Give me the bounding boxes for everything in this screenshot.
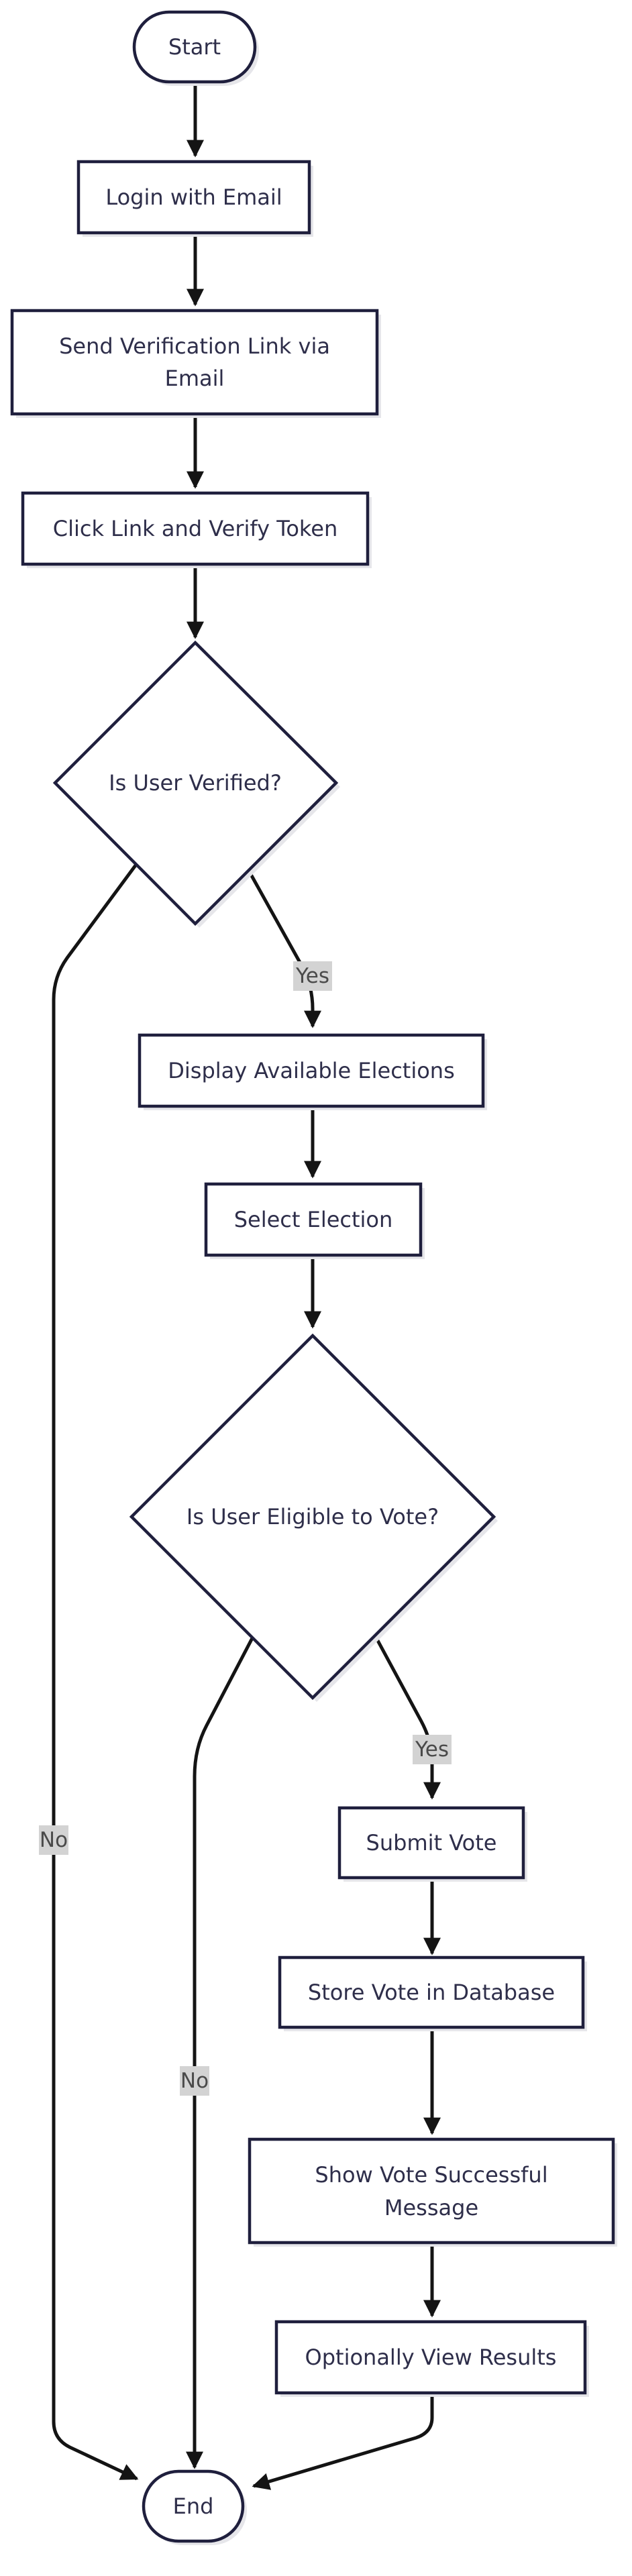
- node-end: End: [142, 2469, 247, 2545]
- node-show-success-label-line1: Show Vote Successful: [315, 2162, 547, 2188]
- node-is-eligible: Is User Eligible to Vote?: [129, 1333, 498, 1702]
- node-show-success: Show Vote Successful Message: [248, 2137, 617, 2247]
- edge-label-verified-yes: Yes: [293, 961, 332, 991]
- node-start: Start: [132, 10, 259, 86]
- node-display-elections: Display Available Elections: [138, 1033, 487, 1110]
- node-submit-vote-label: Submit Vote: [366, 1830, 497, 1856]
- node-send-link-label-line1: Send Verification Link via: [59, 333, 330, 359]
- node-select-election-label: Select Election: [234, 1207, 393, 1232]
- node-login: Login with Email: [76, 160, 313, 237]
- edge-label-verified-yes-text: Yes: [295, 964, 329, 988]
- node-login-label: Login with Email: [105, 184, 282, 210]
- node-verify-token-label: Click Link and Verify Token: [53, 516, 338, 541]
- edge-label-eligible-yes: Yes: [413, 1735, 452, 1764]
- edges: [52, 82, 441, 2490]
- node-store-vote: Store Vote in Database: [278, 1955, 587, 2031]
- edge-label-eligible-yes-text: Yes: [415, 1737, 449, 1762]
- edge-label-verified-no-text: No: [40, 1828, 68, 1852]
- node-is-verified-label: Is User Verified?: [109, 770, 282, 796]
- node-display-elections-label: Display Available Elections: [168, 1058, 455, 1083]
- node-is-eligible-label: Is User Eligible to Vote?: [187, 1504, 439, 1529]
- node-show-success-label-line2: Message: [384, 2195, 478, 2220]
- node-view-results-label: Optionally View Results: [305, 2345, 557, 2370]
- node-send-link-label-line2: Email: [165, 366, 225, 391]
- node-start-label: Start: [168, 34, 221, 60]
- edge-label-verified-no: No: [39, 1825, 68, 1855]
- edge-view-results-to-end: [252, 2393, 434, 2490]
- node-submit-vote: Submit Vote: [337, 1806, 527, 1882]
- node-is-verified: Is User Verified?: [52, 640, 340, 928]
- edge-is-eligible-no-to-end: [186, 1635, 255, 2469]
- edge-labels: Yes No Yes No: [39, 961, 452, 2096]
- edge-is-verified-yes-to-display: [248, 871, 321, 1028]
- edge-label-eligible-no: No: [180, 2066, 209, 2096]
- nodes: Start Login with Email Send Verification…: [10, 10, 617, 2545]
- node-send-link: Send Verification Link via Email: [10, 309, 381, 418]
- edge-is-verified-no-to-end: [52, 864, 139, 2481]
- node-view-results: Optionally View Results: [274, 2320, 589, 2397]
- node-verify-token: Click Link and Verify Token: [21, 491, 372, 568]
- node-select-election: Select Election: [204, 1182, 425, 1259]
- node-store-vote-label: Store Vote in Database: [308, 1980, 555, 2005]
- edge-label-eligible-no-text: No: [180, 2069, 209, 2093]
- edge-is-eligible-yes-to-submit: [374, 1635, 441, 1800]
- node-end-label: End: [173, 2493, 214, 2519]
